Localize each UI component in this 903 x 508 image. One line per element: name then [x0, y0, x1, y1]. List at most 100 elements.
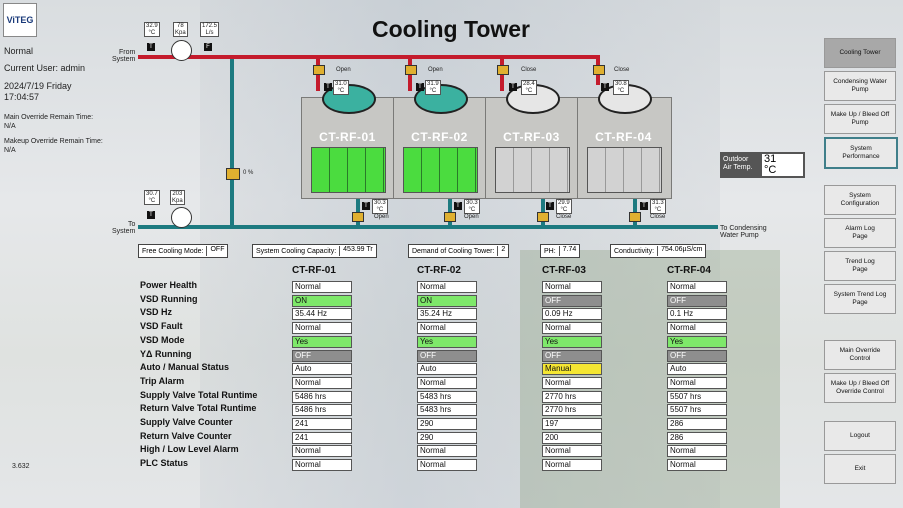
status-cell: 290 [417, 418, 477, 430]
supply-flow: 172.5 L/s [200, 22, 220, 38]
supply-pressure: 78 Kpa [173, 22, 188, 38]
tower4-top-valve: Close [614, 67, 630, 73]
status-cell: 35.44 Hz [292, 308, 352, 321]
demand-of-cooling-tower: Demand of Cooling Tower:2 [408, 244, 510, 258]
row-label: Auto / Manual Status [140, 362, 230, 373]
free-cooling-mode: Free Cooling Mode:OFF [138, 244, 229, 258]
status-cell: Normal [417, 376, 477, 389]
supply-header-pipe [138, 55, 598, 59]
tower2-top-temp: 31.9 °C [425, 80, 441, 96]
status-cell: Normal [667, 281, 727, 293]
status-cell: 286 [667, 418, 727, 430]
status-cell: Yes [542, 335, 602, 348]
tower1-return-valve-icon[interactable] [352, 212, 364, 222]
capacity-label: System Cooling Capacity: [253, 247, 340, 255]
nav-button-1[interactable]: Cooling Tower [824, 38, 896, 68]
ph-value: 7.74 [558, 246, 580, 256]
to-condensing-label: To Condensing Water Pump [720, 225, 767, 239]
tower1-bot-temp: 30.3 °C [372, 199, 388, 215]
conductivity-value: 754.06µS/cm [657, 246, 706, 256]
nav-button-6[interactable]: Alarm Log Page [824, 218, 896, 248]
status-cell: Auto [417, 363, 477, 376]
tower4-bot-t-icon: T [640, 202, 648, 210]
status-cell: Normal [542, 459, 602, 472]
status-cell: Normal [542, 322, 602, 335]
status-cell: OFF [667, 294, 727, 307]
status-cell: 5507 hrs [667, 390, 727, 403]
nav-button-11[interactable]: Logout [824, 421, 896, 451]
nav-button-8[interactable]: System Trend Log Page [824, 284, 896, 314]
tower-grille-3 [495, 147, 570, 193]
conductivity-label: Conductivity: [611, 247, 658, 255]
system-cooling-capacity: System Cooling Capacity:453.99 Tr [252, 244, 377, 258]
status-cell: Normal [667, 445, 727, 458]
bypass-valve-percent: 0 % [243, 170, 254, 176]
makeup-override-label: Makeup Override Remain Time: [4, 138, 103, 145]
tower3-bot-t-icon: T [546, 202, 554, 210]
bypass-valve-icon[interactable] [226, 168, 240, 180]
nav-button-5[interactable]: System Configuration [824, 185, 896, 215]
status-cell: 5486 hrs [292, 404, 352, 417]
tower2-top-t-icon: T [416, 83, 424, 91]
status-cell: Normal [417, 445, 477, 458]
nav-button-7[interactable]: Trend Log Page [824, 251, 896, 281]
tower3-return-valve-icon[interactable] [537, 212, 549, 222]
from-system-label: From System [112, 49, 136, 63]
status-cell: Auto [292, 363, 352, 376]
status-cell: Yes [292, 335, 352, 348]
status-cell: Normal [667, 322, 727, 335]
tower1-supply-valve-icon[interactable] [313, 65, 325, 75]
logo-text: ViTEG [6, 15, 34, 25]
return-sensor-t-icon: T [147, 211, 155, 219]
tower4-supply-valve-icon[interactable] [593, 65, 605, 75]
pressure-gauge-icon [171, 40, 192, 61]
nav-button-3[interactable]: Make Up / Bleed Off Pump [824, 104, 896, 134]
tower3-top-t-icon: T [509, 83, 517, 91]
capacity-value: 453.99 Tr [339, 246, 376, 256]
nav-button-12[interactable]: Exit [824, 454, 896, 484]
main-override-label: Main Override Remain Time: [4, 114, 94, 121]
status-cell: OFF [542, 349, 602, 362]
time-display: 17:04:57 [4, 92, 40, 102]
tower3-supply-valve-icon[interactable] [497, 65, 509, 75]
page-title: Cooling Tower [372, 16, 531, 42]
outdoor-label: Outdoor Air Temp. [723, 156, 753, 172]
current-user: Current User: admin [4, 63, 86, 73]
free-cooling-value: OFF [206, 246, 228, 256]
tower-label-1: CT-RF-01 [319, 130, 376, 144]
nav-button-9[interactable]: Main Override Control [824, 340, 896, 370]
tower4-return-valve-icon[interactable] [629, 212, 641, 222]
status-cell: ON [292, 294, 352, 307]
status-cell: 2770 hrs [542, 404, 602, 417]
tower3-top-temp: 28.4 °C [521, 80, 537, 96]
status-cell: 290 [417, 431, 477, 444]
tower2-return-valve-icon[interactable] [444, 212, 456, 222]
status-cell: 200 [542, 431, 602, 444]
to-system-label: To System [112, 221, 136, 235]
tower2-bot-t-icon: T [454, 202, 462, 210]
nav-button-2[interactable]: Condensing Water Pump [824, 71, 896, 101]
status-cell: Normal [292, 281, 352, 293]
outdoor-value: 31 °C [762, 154, 803, 176]
status-cell: Normal [292, 459, 352, 472]
outdoor-air-temp: Outdoor Air Temp. 31 °C [720, 152, 805, 178]
tower1-bot-valve: Open [374, 214, 389, 220]
status-cell: OFF [667, 349, 727, 362]
tower1-bot-t-icon: T [362, 202, 370, 210]
status-cell: 241 [292, 431, 352, 444]
tower-grille-2 [403, 147, 478, 193]
conductivity-reading: Conductivity:754.06µS/cm [610, 244, 707, 258]
nav-button-4[interactable]: System Performance [824, 137, 898, 169]
status-cell: ON [417, 294, 477, 307]
status-cell: Normal [417, 322, 477, 335]
tower2-top-valve: Open [428, 67, 443, 73]
tower2-supply-valve-icon[interactable] [405, 65, 417, 75]
tower3-bot-temp: 29.9 °C [556, 199, 572, 215]
tower4-top-temp: 30.8 °C [613, 80, 629, 96]
tower4-bot-valve: Close [650, 214, 666, 220]
status-cell: OFF [292, 349, 352, 362]
tower-label-3: CT-RF-03 [503, 130, 560, 144]
nav-button-10[interactable]: Make Up / Bleed Off Override Control [824, 373, 896, 403]
mode-status: Normal [4, 46, 34, 56]
tower1-top-valve: Open [336, 67, 351, 73]
